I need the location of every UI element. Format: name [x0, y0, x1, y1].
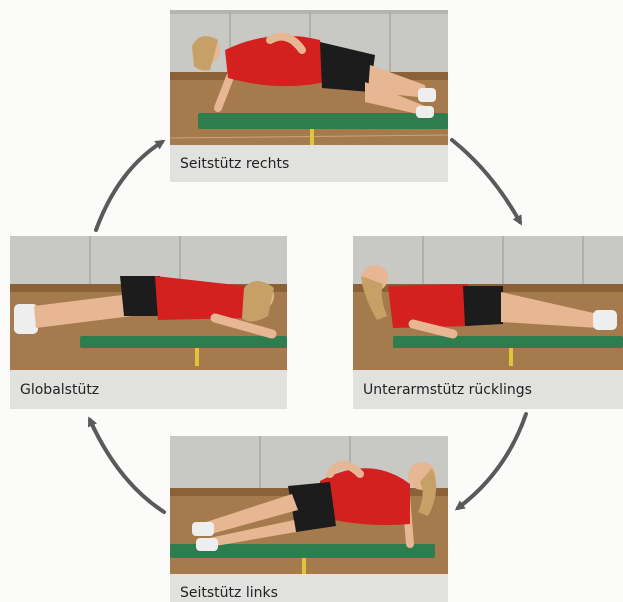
arrow-top-to-right [452, 140, 520, 222]
arrow-left-to-top [96, 142, 162, 230]
arrow-right-to-bottom [458, 414, 526, 508]
arrow-bottom-to-left [90, 420, 164, 512]
